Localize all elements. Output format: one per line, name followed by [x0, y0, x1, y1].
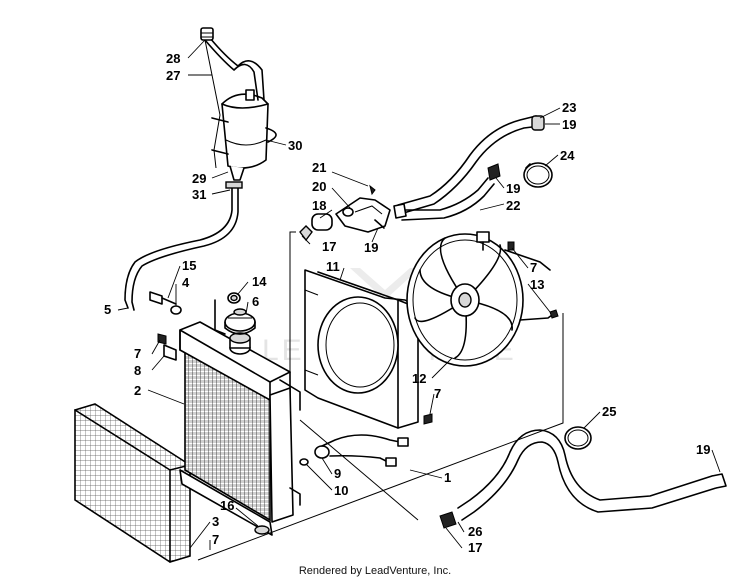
- callout-12: 12: [412, 371, 426, 386]
- callout-18: 18: [312, 198, 326, 213]
- render-credit: Rendered by LeadVenture, Inc.: [298, 565, 452, 577]
- callout-24: 24: [560, 148, 575, 163]
- callout-22: 22: [506, 198, 520, 213]
- callout-7-fan: 7: [530, 260, 537, 275]
- coolant-overflow-bottle: [211, 89, 277, 181]
- hose-clamp-upper: [523, 162, 553, 188]
- callout-17-lower: 17: [468, 540, 482, 555]
- callout-8: 8: [134, 363, 141, 378]
- radiator-screen: [74, 403, 191, 563]
- leader-lines: [117, 39, 721, 550]
- callout-14: 14: [252, 274, 267, 289]
- callout-7-shroud: 7: [434, 386, 441, 401]
- radiator-cap: [224, 308, 256, 335]
- callout-10: 10: [334, 483, 348, 498]
- callout-19-mid: 19: [506, 181, 520, 196]
- callout-labels: 28 27 30 29 31 21 20 18 17 19 23 19 24 1…: [104, 51, 710, 555]
- callout-19-lower: 19: [696, 442, 710, 457]
- fan-mounting-screws: [423, 241, 559, 425]
- callout-1: 1: [444, 470, 451, 485]
- mounting-screw-left: [157, 333, 177, 361]
- assembly-outline: [197, 231, 564, 561]
- cooling-fan: [406, 231, 557, 367]
- lower-coolant-hose: [439, 429, 727, 529]
- callout-25: 25: [602, 404, 616, 419]
- callout-27: 27: [166, 68, 180, 83]
- callout-17: 17: [322, 239, 336, 254]
- callout-13: 13: [530, 277, 544, 292]
- callout-15: 15: [182, 258, 196, 273]
- callout-5: 5: [104, 302, 111, 317]
- callout-2: 2: [134, 383, 141, 398]
- callout-21: 21: [312, 160, 326, 175]
- callout-7-left: 7: [134, 346, 141, 361]
- callout-26: 26: [468, 524, 482, 539]
- callout-30: 30: [288, 138, 302, 153]
- callout-19-upper: 19: [562, 117, 576, 132]
- callout-19-thermostat: 19: [364, 240, 378, 255]
- overflow-hose: [124, 181, 243, 311]
- upper-coolant-hose: [393, 115, 545, 221]
- callout-6: 6: [252, 294, 259, 309]
- callout-9: 9: [334, 466, 341, 481]
- callout-3: 3: [212, 514, 219, 529]
- cap-gasket: [227, 292, 241, 304]
- fan-shroud: [304, 269, 419, 429]
- callout-31: 31: [192, 187, 206, 202]
- fan-switch-wiring: [299, 434, 409, 467]
- callout-4: 4: [182, 275, 190, 290]
- hose-clamp-lower: [564, 426, 592, 450]
- callout-11: 11: [326, 259, 340, 274]
- callout-23: 23: [562, 100, 576, 115]
- thermostat-housing: [299, 184, 391, 242]
- overflow-vent-hose: [200, 27, 265, 169]
- callout-16: 16: [220, 498, 234, 513]
- callout-28: 28: [166, 51, 180, 66]
- callout-20: 20: [312, 179, 326, 194]
- callout-29: 29: [192, 171, 206, 186]
- callout-7-bottom: 7: [212, 532, 219, 547]
